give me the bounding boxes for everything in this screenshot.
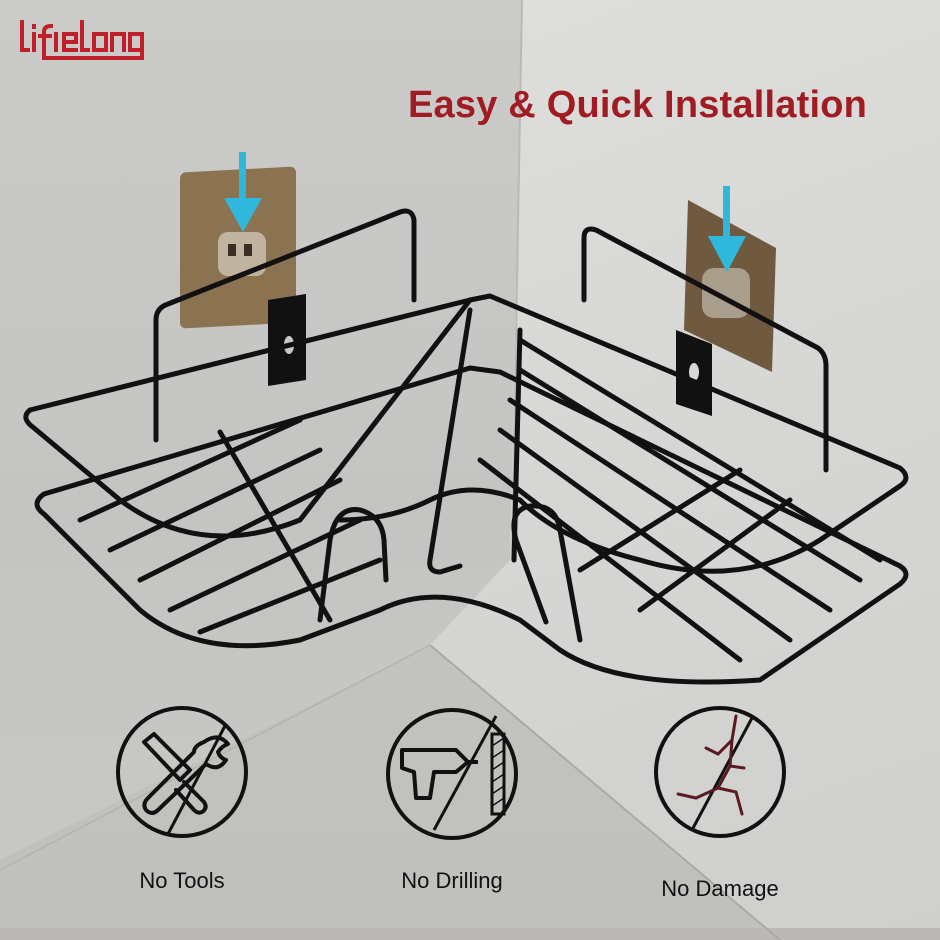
bottom-strip <box>0 928 940 940</box>
feature-no-drilling: No Drilling <box>384 706 520 894</box>
no-drilling-icon <box>386 708 518 840</box>
feature-label: No Tools <box>139 868 225 893</box>
no-tools-icon <box>116 706 248 838</box>
feature-label: No Drilling <box>401 868 503 893</box>
headline: Easy & Quick Installation <box>408 84 868 126</box>
feature-no-damage: No Damage <box>652 704 788 902</box>
feature-no-tools: No Tools <box>114 704 250 894</box>
brand-logo <box>20 20 144 60</box>
arrow-down-icon <box>224 152 746 272</box>
feature-label: No Damage <box>661 876 779 901</box>
no-damage-icon <box>654 706 786 838</box>
